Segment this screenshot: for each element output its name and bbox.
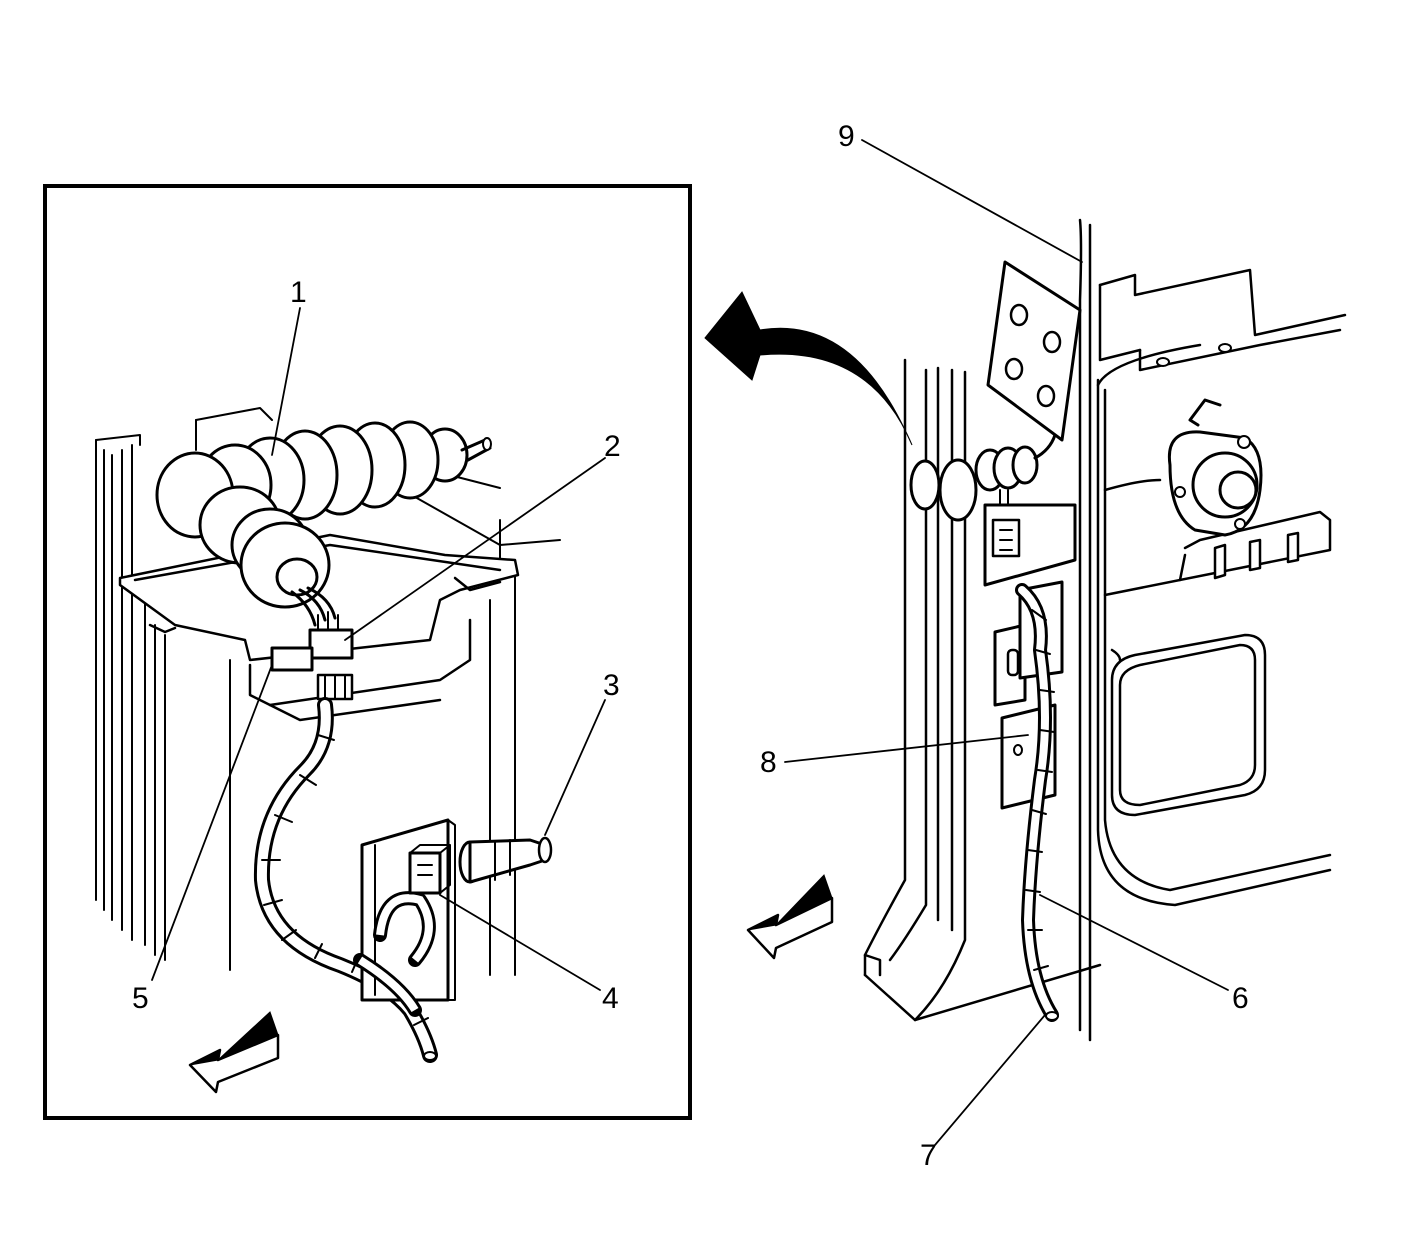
callout-4: 4 [602,982,619,1015]
pillar-connector [983,503,1077,587]
connector-2 [270,611,354,701]
curved-arrow-icon [704,291,913,446]
leader-9 [861,139,1083,263]
callout-8: 8 [760,746,777,779]
switch-connector-4 [408,844,451,895]
switch-bracket [353,818,456,1017]
leader-1 [271,307,301,456]
door-panel-details [1156,343,1300,582]
callout-2: 2 [604,430,621,463]
leader-5 [151,664,273,981]
leader-8 [784,734,1029,763]
door-pillar [863,218,1102,1042]
pillar-harness [1015,583,1059,1022]
switch-plunger-3 [458,836,553,884]
callout-1: 1 [290,276,307,309]
inset-pillar [95,407,561,976]
callout-7: 7 [920,1139,937,1172]
callout-labels: 1 2 3 4 5 6 7 8 9 [132,120,1249,1172]
door-lock-cylinder [1167,430,1263,537]
callout-3: 3 [603,669,620,702]
inset-wires [290,586,337,627]
forward-direction-arrow-icon [188,1011,280,1094]
door-cutout [1110,633,1267,817]
leader-4 [439,894,601,991]
hinge-plate [986,260,1082,442]
leader-3 [544,699,606,836]
detail-inset [43,184,692,1120]
forward-direction-arrow-icon [746,874,834,960]
leader-lines [151,139,1229,1146]
callout-9: 9 [838,120,855,153]
callout-5: 5 [132,982,149,1015]
door-panel [1096,268,1347,907]
callout-6: 6 [1232,982,1249,1015]
leader-2 [344,457,606,641]
inset-tray [118,533,520,722]
grommet-boot [155,420,492,609]
pillar-grommet [909,433,1057,526]
leader-7 [934,1014,1046,1146]
main-view [704,218,1347,1042]
leader-6 [1039,894,1229,991]
